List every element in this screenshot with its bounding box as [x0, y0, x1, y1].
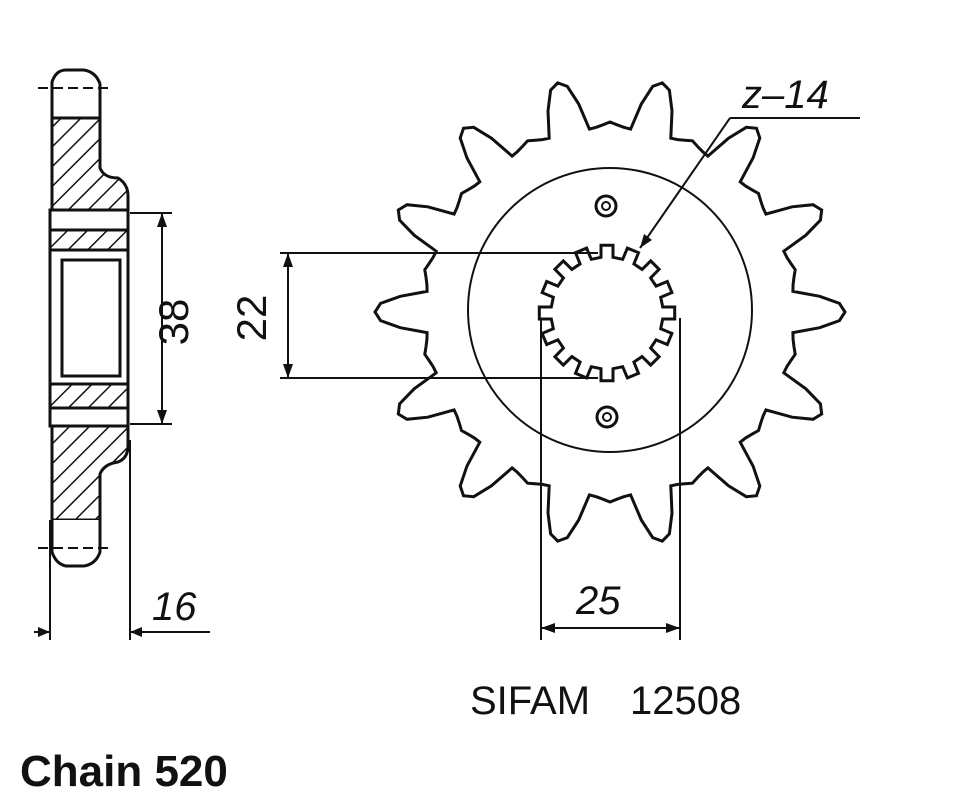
side-top-tooth — [50, 68, 102, 118]
side-lower-hatch — [50, 424, 130, 522]
side-hub-band-upper — [48, 208, 130, 232]
bolt-hole-bottom — [595, 405, 619, 429]
side-hub-hatch-upper — [48, 228, 130, 252]
teeth-count-label: z–14 — [741, 73, 829, 117]
hub-diameter-label: 38 — [150, 299, 197, 346]
side-hub-hatch-lower — [48, 382, 130, 410]
brand-label: SIFAM — [470, 679, 590, 723]
spline-width-label: 25 — [575, 579, 621, 623]
bore-width-label: 22 — [228, 295, 275, 342]
side-upper-hatch — [50, 116, 130, 212]
hub-circle — [467, 167, 753, 453]
spline-bore — [537, 243, 677, 383]
side-bottom-tooth — [50, 520, 102, 568]
side-hub-band-lower — [48, 406, 130, 428]
part-number-label: 12508 — [630, 679, 741, 723]
teeth-leader — [639, 117, 860, 249]
sprocket-front-view — [373, 81, 847, 543]
thickness-label: 16 — [152, 585, 197, 629]
chain-size-label: Chain 520 — [20, 747, 228, 796]
bore-width-dimension — [280, 252, 598, 379]
side-section-view — [34, 68, 210, 640]
spline-width-dimension — [540, 318, 681, 640]
bolt-hole-top — [594, 194, 618, 218]
side-bore-inner — [60, 258, 122, 378]
